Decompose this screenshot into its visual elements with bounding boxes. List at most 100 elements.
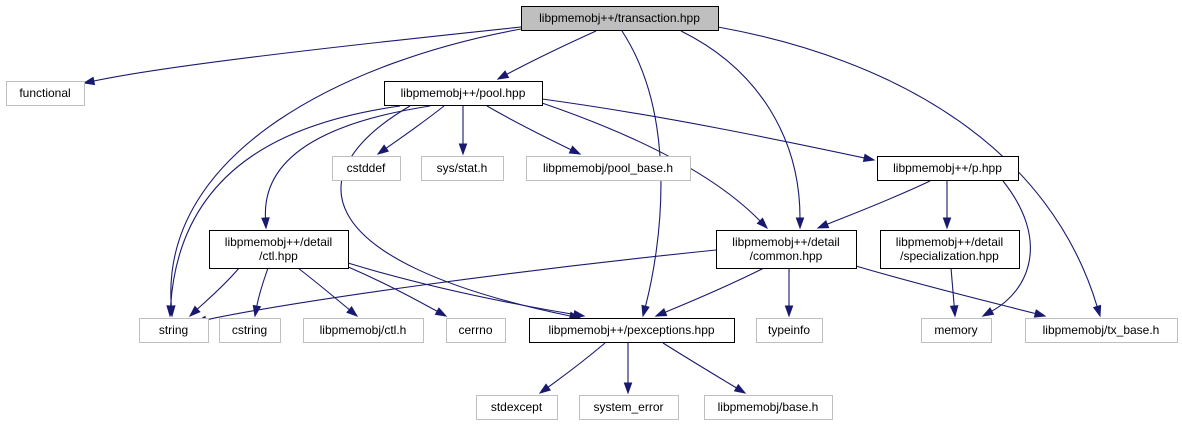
node-label: libpmemobj/tx_base.h	[1043, 323, 1160, 337]
node-box	[1025, 318, 1178, 343]
edge-arrowhead	[862, 153, 876, 162]
node-box	[716, 230, 857, 269]
node-common[interactable]: libpmemobj++/detail/common.hpp	[716, 230, 857, 269]
node-box	[209, 230, 349, 269]
node-cstddef: cstddef	[332, 156, 401, 181]
node-box	[421, 156, 504, 181]
edge-common-to-txbase	[855, 265, 1047, 318]
edge-pool-to-poolbase	[486, 105, 582, 155]
node-typeinfo: typeinfo	[756, 318, 823, 343]
node-box	[756, 318, 823, 343]
node-label: system_error	[593, 400, 663, 414]
edge-arrowhead	[166, 305, 175, 318]
node-pexc[interactable]: libpmemobj++/pexceptions.hpp	[529, 318, 735, 343]
node-special[interactable]: libpmemobj++/detail/specialization.hpp	[880, 230, 1020, 269]
edge-pool-to-p	[541, 98, 876, 162]
node-box	[384, 81, 543, 106]
node-label: cerrno	[458, 323, 492, 337]
edge-pool-to-string	[166, 105, 401, 318]
edge-line	[345, 265, 438, 312]
node-label: libpmemobj++/detail	[896, 235, 1003, 249]
node-box	[6, 81, 85, 106]
node-label: libpmemobj++/detail	[225, 235, 332, 249]
node-ctl[interactable]: libpmemobj++/detail/ctl.hpp	[209, 230, 349, 269]
edge-arrowhead	[654, 308, 668, 317]
edge-line	[680, 30, 801, 219]
node-box	[877, 156, 1019, 181]
node-box	[579, 395, 679, 420]
node-syserr: system_error	[579, 395, 679, 420]
node-memory: memory	[921, 318, 992, 343]
edge-p-to-common	[816, 180, 931, 229]
edge-line	[264, 105, 431, 219]
edge-arrowhead	[82, 76, 96, 86]
edge-line	[506, 30, 597, 75]
edge-line	[855, 265, 1036, 315]
node-functional: functional	[6, 81, 85, 106]
node-poolbase: libpmemobj/pool_base.h	[526, 156, 691, 181]
node-p[interactable]: libpmemobj++/p.hpp	[877, 156, 1019, 181]
edge-pool-to-sysstat	[458, 106, 468, 156]
node-label: /ctl.hpp	[259, 249, 298, 263]
edge-arrowhead	[568, 145, 582, 155]
edge-line	[93, 26, 522, 82]
edge-transaction-to-txbase	[717, 26, 1102, 318]
node-stdexcept: stdexcept	[476, 395, 558, 420]
edge-arrowhead	[434, 307, 448, 317]
edge-line	[547, 342, 606, 388]
node-label: libpmemobj/ctl.h	[320, 323, 407, 337]
edge-pexc-to-syserr	[623, 343, 633, 395]
edge-arrowhead	[261, 217, 270, 230]
node-label: /common.hpp	[750, 249, 823, 263]
edge-line	[170, 28, 522, 307]
node-cerrno: cerrno	[446, 318, 506, 343]
node-baseh: libpmemobj/base.h	[704, 395, 833, 420]
edge-arrowhead	[1092, 304, 1102, 318]
edge-line	[340, 105, 571, 317]
edge-arrowhead	[641, 304, 650, 318]
node-label: memory	[934, 323, 977, 337]
edge-ctl-to-cerrno	[345, 265, 448, 317]
node-pool[interactable]: libpmemobj++/pool.hpp	[384, 81, 543, 106]
edge-arrowhead	[458, 143, 468, 156]
node-label: sys/stat.h	[437, 161, 488, 175]
edge-arrowhead	[756, 217, 769, 230]
node-ctlh: libpmemobj/ctl.h	[303, 318, 424, 343]
edge-arrowhead	[496, 70, 510, 80]
edge-line	[664, 267, 765, 313]
edge-ctl-to-pexc	[347, 262, 586, 319]
node-box	[521, 6, 719, 31]
edge-arrowhead	[795, 217, 805, 230]
node-label: stdexcept	[491, 400, 543, 414]
edge-line	[991, 180, 1031, 312]
edge-arrowhead	[538, 383, 552, 394]
edge-line	[950, 267, 955, 307]
edge-line	[347, 262, 575, 315]
edge-line	[486, 105, 572, 151]
edge-pexc-to-stdexcept	[538, 342, 606, 394]
node-label: string	[159, 323, 188, 337]
edge-pexc-to-baseh	[662, 342, 747, 394]
edge-common-to-typeinfo	[784, 268, 794, 318]
edge-transaction-to-pool	[496, 30, 597, 80]
node-box	[880, 230, 1020, 269]
edge-ctl-to-cstring	[252, 267, 269, 318]
edge-ctl-to-string	[188, 267, 240, 318]
node-string: string	[139, 318, 209, 343]
edge-pool-to-cstddef	[376, 105, 445, 155]
edge-arrowhead	[346, 306, 359, 317]
node-label: cstddef	[347, 161, 386, 175]
edge-ctl-to-ctlh	[297, 267, 359, 317]
node-txbase: libpmemobj/tx_base.h	[1025, 318, 1178, 343]
edge-transaction-to-functional	[82, 26, 522, 86]
node-label: libpmemobj++/detail	[732, 235, 839, 249]
edge-line	[297, 267, 350, 311]
edge-line	[541, 98, 865, 159]
node-box	[526, 156, 691, 181]
edge-transaction-to-common	[680, 30, 805, 230]
edge-arrowhead	[949, 305, 959, 318]
node-box	[529, 318, 735, 343]
node-box	[921, 318, 992, 343]
edge-line	[256, 267, 269, 307]
